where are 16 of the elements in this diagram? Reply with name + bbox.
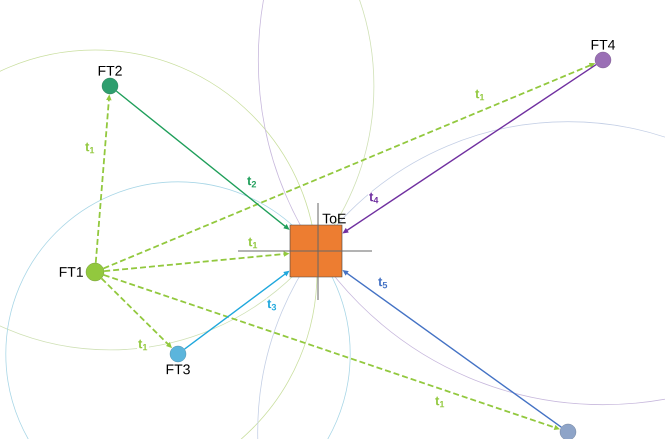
edge-label: t$_{1}$ — [474, 88, 486, 102]
edge-label: t$_{2}$ — [246, 176, 258, 188]
node-label: FT4 — [592, 40, 616, 50]
target-box: ToE — [290, 214, 346, 278]
node-label: ToE — [322, 214, 346, 224]
node-label: FT1 — [60, 267, 83, 277]
node-label: FT2 — [98, 66, 122, 76]
edge-label: t$_{1}$ — [434, 396, 446, 408]
edge-label: t$_{4}$ — [368, 192, 380, 204]
edge-label: t$_{1}$ — [84, 142, 96, 154]
node-label: FT3 — [166, 364, 190, 374]
sensor-dot — [560, 424, 576, 439]
edge-label: t$_{5}$ — [377, 276, 389, 290]
edge-label: t$_{1}$ — [247, 236, 259, 250]
edge-label: t$_{1}$ — [137, 338, 149, 352]
edge-label: t$_{3}$ — [266, 298, 278, 312]
